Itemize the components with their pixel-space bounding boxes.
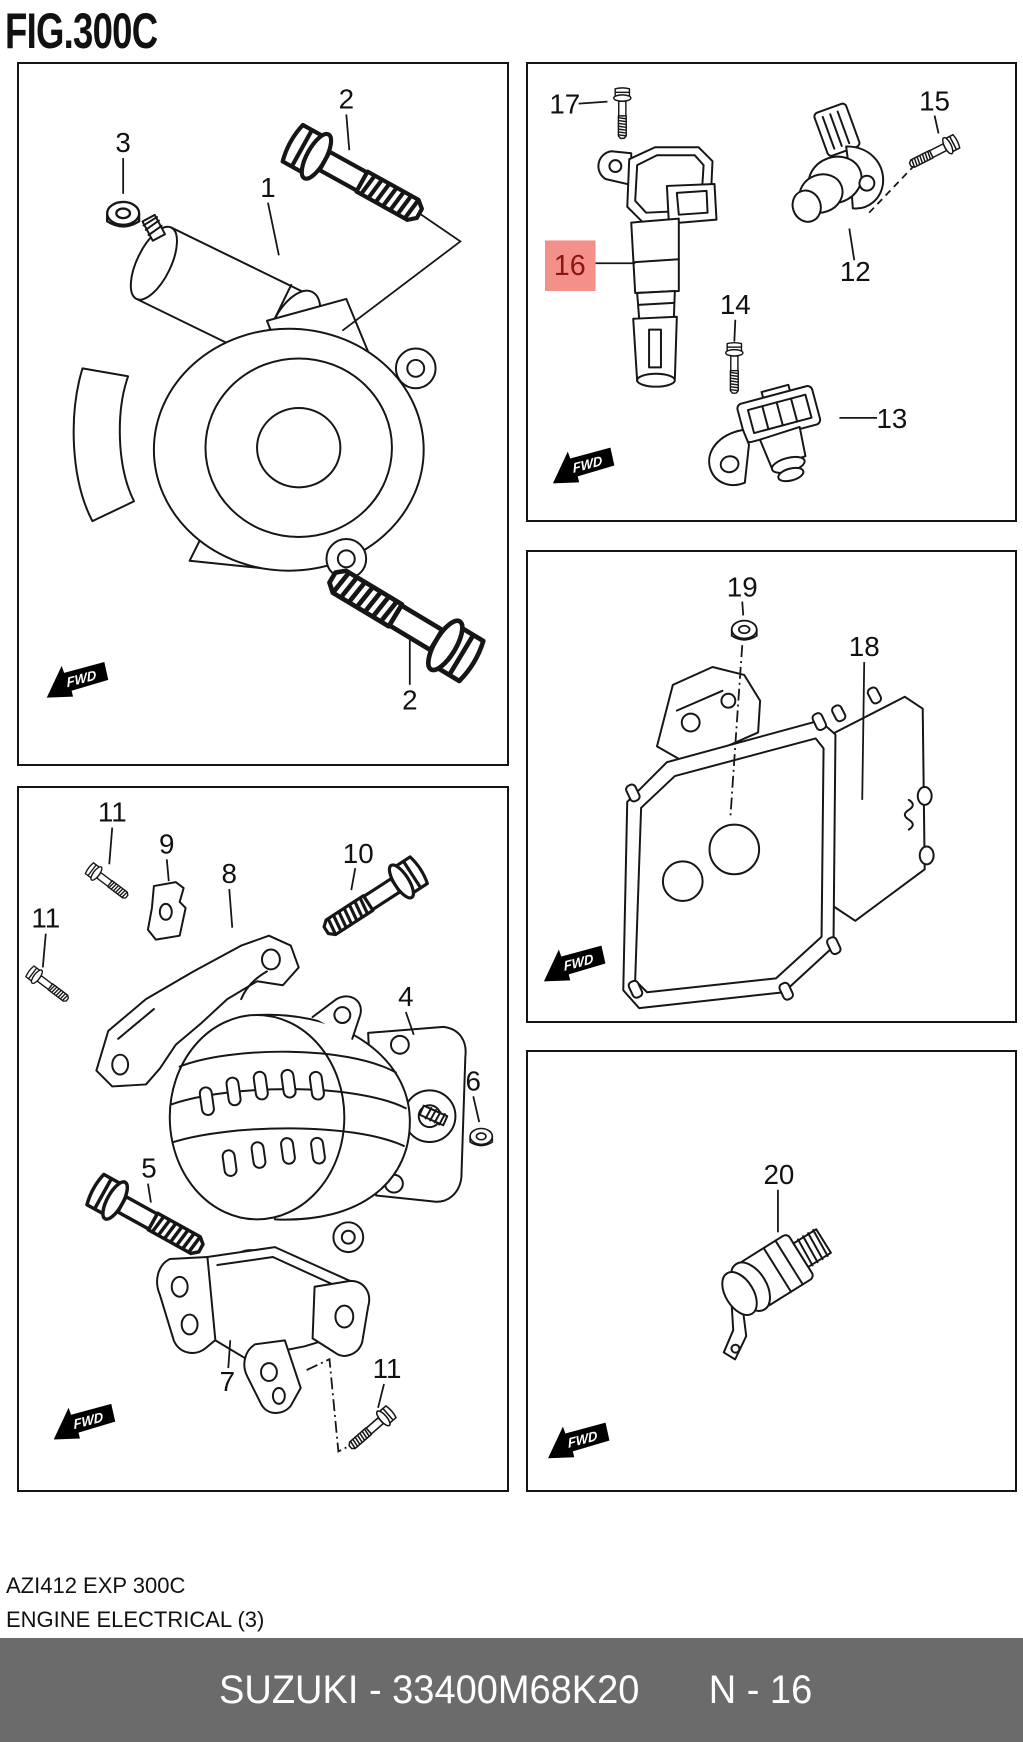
callout-11-b[interactable]: 11 (31, 903, 60, 934)
bolt-17-drawing (613, 87, 632, 140)
nut-3-drawing (106, 200, 141, 228)
map-sensor-drawing (708, 383, 822, 487)
bolt-2-top-drawing (278, 120, 431, 235)
callout-20[interactable]: 20 (764, 1159, 795, 1190)
bolt-14-drawing (725, 341, 744, 394)
fwd-arrow-icon (548, 1422, 610, 1459)
footer-page-ref: N - 16 (708, 1667, 813, 1712)
panel-ignition-coil: 17 16 12 15 (526, 62, 1017, 522)
callout-12[interactable]: 12 (840, 256, 871, 287)
callout-3[interactable]: 3 (115, 127, 130, 158)
callout-19[interactable]: 19 (727, 572, 758, 603)
camshaft-sensor-drawing (791, 102, 885, 223)
callout-10[interactable]: 10 (343, 838, 374, 869)
callout-5[interactable]: 5 (141, 1153, 156, 1184)
panel-oil-pressure-switch: 20 (526, 1050, 1017, 1492)
ignition-coil-drawing (597, 146, 718, 388)
highlighted-part-16[interactable]: 16 (544, 240, 596, 292)
panel-starter-motor: 3 2 1 2 (17, 62, 509, 766)
starter-panel-art: 3 2 1 2 (46, 84, 507, 716)
bolt-11-c-drawing (343, 1403, 399, 1455)
bolt-11-a-drawing (83, 860, 133, 904)
bolt-11-b-drawing (23, 963, 73, 1007)
nut-6-drawing (469, 1127, 494, 1147)
alternator-panel-art: 11 9 8 10 11 4 6 5 7 11 (23, 797, 494, 1455)
callout-11-c[interactable]: 11 (373, 1353, 402, 1384)
bracket-7-drawing (156, 1246, 371, 1414)
callout-4[interactable]: 4 (398, 981, 413, 1012)
callout-2-top[interactable]: 2 (339, 84, 354, 115)
ecu-drawing (622, 666, 935, 1010)
callout-17[interactable]: 17 (549, 89, 580, 120)
figure-title: FIG.300C (5, 3, 158, 59)
callout-2-bottom[interactable]: 2 (402, 685, 417, 716)
highlight-box[interactable] (544, 240, 596, 292)
fwd-arrow-icon (53, 1403, 116, 1440)
panel-alternator: 11 9 8 10 11 4 6 5 7 11 (17, 786, 509, 1492)
callout-13[interactable]: 13 (877, 403, 908, 434)
coil-panel-art: 17 16 12 15 (544, 86, 963, 487)
switch-panel-art: 20 (548, 1159, 832, 1459)
callout-14[interactable]: 14 (720, 289, 751, 320)
oil-pressure-switch-drawing (721, 1228, 832, 1361)
nut-19-drawing (730, 619, 758, 641)
footer-bar: SUZUKI - 33400M68K20 N - 16 (0, 1638, 1023, 1742)
callout-1[interactable]: 1 (260, 172, 275, 203)
bolt-15-drawing (905, 132, 963, 174)
callout-9[interactable]: 9 (159, 828, 174, 859)
callout-8[interactable]: 8 (222, 858, 237, 889)
alternator-drawing (168, 995, 467, 1254)
callout-16-highlighted[interactable]: 16 (554, 250, 586, 282)
callout-18[interactable]: 18 (849, 631, 880, 662)
bracket-9-drawing (146, 881, 187, 941)
fwd-arrow-icon (543, 945, 606, 982)
ecu-panel-art: 19 18 (543, 572, 935, 1010)
footer-part-number: SUZUKI - 33400M68K20 (218, 1667, 640, 1712)
callout-6[interactable]: 6 (466, 1065, 481, 1096)
callout-15[interactable]: 15 (919, 86, 950, 117)
bracket-8-drawing (95, 934, 300, 1088)
caption-model-code: AZI412 EXP 300C (6, 1573, 186, 1598)
bolt-2-bottom-drawing (318, 554, 488, 687)
panel-ecu: 19 18 (526, 550, 1017, 1023)
caption-section-title: ENGINE ELECTRICAL (3) (6, 1607, 265, 1632)
callout-11-a[interactable]: 11 (98, 797, 127, 828)
fwd-arrow-icon (46, 661, 109, 698)
fwd-arrow-icon (552, 447, 615, 484)
starter-motor-drawing (72, 213, 437, 580)
callout-7[interactable]: 7 (220, 1366, 235, 1397)
